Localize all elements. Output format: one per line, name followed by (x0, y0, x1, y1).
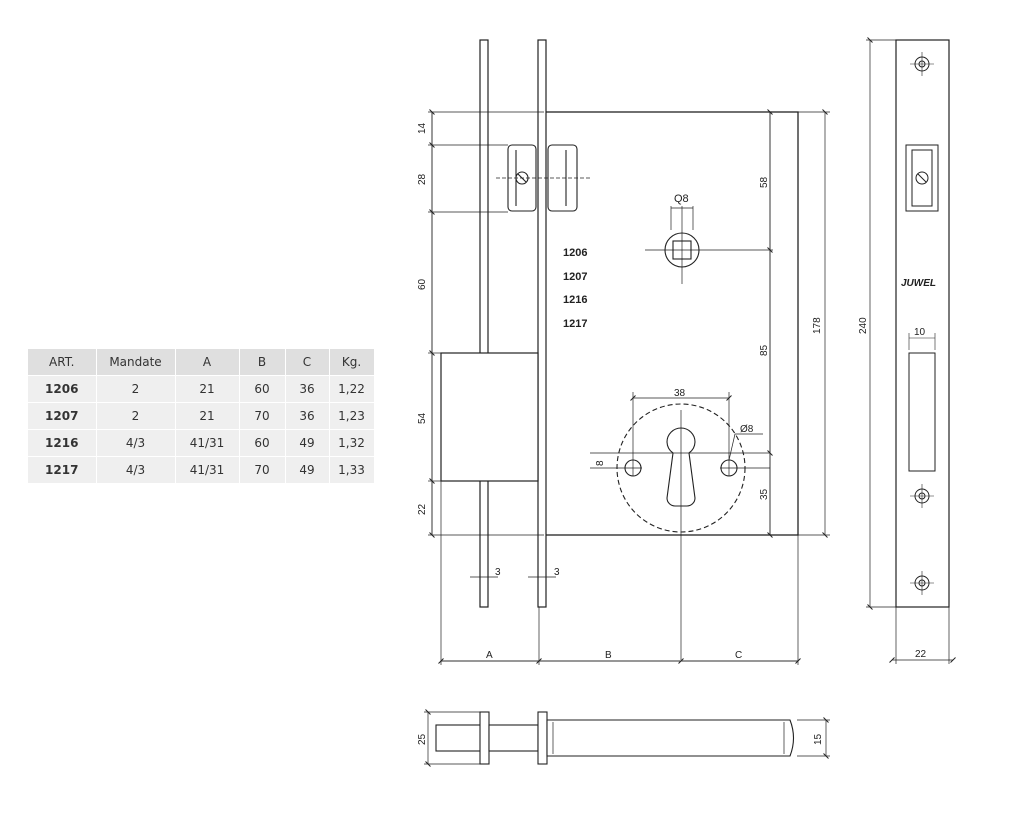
dimension-54: 54 (417, 412, 428, 424)
faceplate-screw-bottom (910, 571, 934, 595)
cell-mandate: 2 (96, 375, 176, 403)
dimension-178: 178 (812, 317, 823, 334)
dimension-letter-a: A (486, 650, 493, 661)
cell-art: 1207 (28, 402, 97, 430)
cell-mandate: 2 (96, 402, 176, 430)
dimension-25: 25 (417, 733, 428, 745)
slot-dimension-10: 10 (914, 327, 926, 338)
bolt-top-view (435, 711, 795, 765)
right-dimension-lines (767, 109, 830, 538)
cell-art: 1216 (28, 429, 97, 457)
table-row: 1217 4/3 41/31 70 49 1,33 (28, 456, 375, 484)
cell-mandate: 4/3 (96, 429, 176, 457)
cell-kg: 1,32 (329, 429, 375, 457)
left-dimension-lines (428, 109, 544, 538)
faceplate-screw-middle (910, 484, 934, 508)
hole-label: Ø8 (740, 424, 754, 435)
dimension-letter-c: C (735, 650, 742, 661)
dimension-58: 58 (759, 176, 770, 188)
cell-kg: 1,22 (329, 375, 375, 403)
faceplate-dimension-lines (866, 37, 956, 664)
forend-plate-left (479, 39, 489, 608)
dimension-letter-b: B (605, 650, 612, 661)
cell-art: 1206 (28, 375, 97, 403)
follower-square (645, 206, 773, 284)
cell-a: 41/31 (175, 429, 240, 457)
forend-plate-right (537, 39, 547, 608)
cell-a: 21 (175, 375, 240, 403)
article-code: 1217 (563, 318, 587, 330)
spec-table: ART. Mandate A B C Kg. 1206 2 21 60 36 1… (28, 349, 375, 484)
dimension-14: 14 (417, 122, 428, 134)
cell-art: 1217 (28, 456, 97, 484)
header-a: A (175, 349, 240, 376)
cell-c: 49 (285, 456, 330, 484)
header-c: C (285, 349, 330, 376)
table-row: 1206 2 21 60 36 1,22 (28, 375, 375, 403)
cell-c: 36 (285, 375, 330, 403)
header-b: B (239, 349, 286, 376)
table-row: 1216 4/3 41/31 60 49 1,32 (28, 429, 375, 457)
header-kg: Kg. (329, 349, 375, 376)
bottom-dimension-lines (438, 481, 801, 665)
article-code: 1216 (563, 294, 587, 306)
table-row: 1207 2 21 70 36 1,23 (28, 402, 375, 430)
bolt-dimension-lines (424, 709, 830, 767)
header-art: ART. (28, 349, 97, 376)
article-code: 1207 (563, 271, 587, 283)
dead-bolt (440, 352, 539, 482)
dimension-faceplate-22: 22 (915, 649, 927, 660)
plate-dimension-3-left: 3 (495, 567, 501, 578)
dimension-22: 22 (417, 503, 428, 515)
cell-kg: 1,33 (329, 456, 375, 484)
article-code: 1206 (563, 247, 587, 259)
brand-label: JUWEL (901, 278, 936, 289)
dimension-15: 15 (813, 733, 824, 745)
dimension-60: 60 (417, 278, 428, 290)
cell-c: 49 (285, 429, 330, 457)
cell-c: 36 (285, 402, 330, 430)
cell-mandate: 4/3 (96, 456, 176, 484)
dimension-240: 240 (858, 317, 869, 334)
cell-b: 70 (239, 402, 286, 430)
faceplate-bolt-slot (908, 333, 936, 472)
cylinder-rosette (590, 392, 770, 660)
faceplate-side-view (895, 39, 950, 608)
cell-b: 60 (239, 429, 286, 457)
rosette-dimension-38: 38 (674, 388, 686, 399)
dimension-35: 35 (759, 488, 770, 500)
dimension-28: 28 (417, 173, 428, 185)
cell-a: 21 (175, 402, 240, 430)
plate-dimension-3-right: 3 (554, 567, 560, 578)
square-label: Q8 (674, 193, 689, 205)
faceplate-screw-top (910, 52, 934, 76)
cell-b: 60 (239, 375, 286, 403)
hole-dimension-8: 8 (595, 460, 606, 466)
faceplate-latch-window (905, 144, 939, 212)
cell-kg: 1,23 (329, 402, 375, 430)
cell-a: 41/31 (175, 456, 240, 484)
latch-bolt (496, 144, 590, 212)
cell-b: 70 (239, 456, 286, 484)
header-mandate: Mandate (96, 349, 176, 376)
dimension-85: 85 (759, 344, 770, 356)
table-header-row: ART. Mandate A B C Kg. (28, 349, 375, 376)
article-codes: 1206 1207 1216 1217 (563, 247, 587, 330)
